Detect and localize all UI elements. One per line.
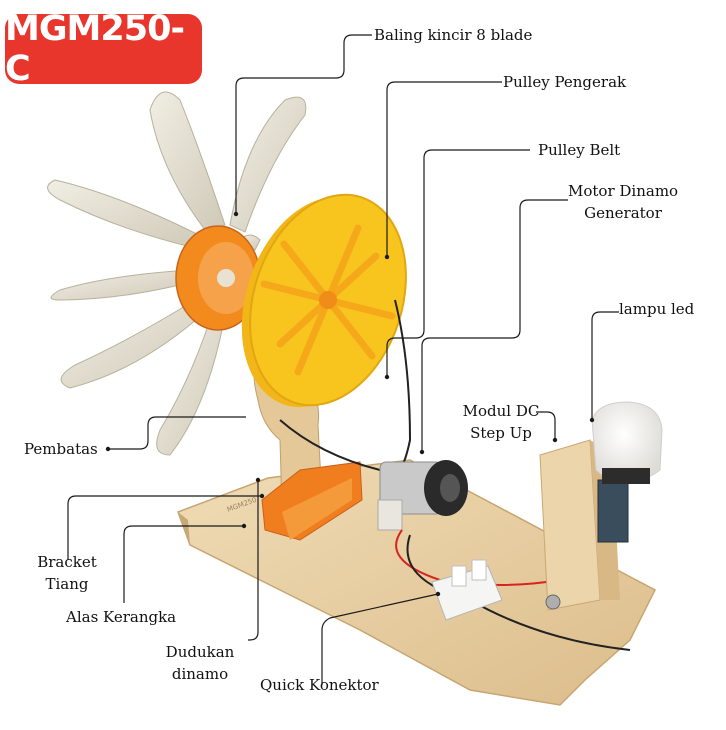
label-pembatas: Pembatas bbox=[24, 440, 98, 458]
callout-dots bbox=[105, 211, 595, 597]
label-bracket-tiang: Bracket Tiang bbox=[30, 551, 104, 595]
label-lampu-led: lampu led bbox=[619, 300, 695, 318]
quick-connector bbox=[431, 559, 503, 621]
label-baling-kincir: Baling kincir 8 blade bbox=[374, 26, 533, 44]
model-badge: MGM250-C bbox=[5, 9, 202, 89]
led-lamp bbox=[591, 401, 663, 484]
dynamo-motor bbox=[377, 460, 468, 531]
drive-pulley bbox=[241, 193, 407, 408]
fan-hub bbox=[175, 225, 261, 331]
label-dudukan-line1: Dudukan bbox=[165, 643, 235, 661]
label-motor-line2: Generator bbox=[584, 204, 662, 222]
label-pulley-pengerak: Pulley Pengerak bbox=[503, 73, 627, 91]
callout-lines bbox=[67, 34, 619, 685]
fan-blades bbox=[47, 91, 307, 456]
label-dudukan-dinamo: Dudukan dinamo bbox=[158, 641, 242, 685]
label-modul-dc: Modul DC Step Up bbox=[462, 400, 540, 444]
model-badge-text: MGM250-C bbox=[5, 9, 185, 89]
label-modul-line2: Step Up bbox=[470, 424, 532, 442]
label-bracket-line2: Tiang bbox=[45, 575, 89, 593]
label-motor-line1: Motor Dinamo bbox=[568, 182, 679, 200]
label-dudukan-line2: dinamo bbox=[171, 665, 229, 683]
label-alas-kerangka: Alas Kerangka bbox=[66, 608, 177, 626]
label-bracket-line1: Bracket bbox=[37, 553, 97, 571]
label-motor-dinamo: Motor Dinamo Generator bbox=[568, 180, 678, 224]
label-pulley-belt: Pulley Belt bbox=[538, 141, 621, 159]
label-modul-line1: Modul DC bbox=[462, 402, 540, 420]
label-quick-konektor: Quick Konektor bbox=[260, 676, 379, 694]
pulley-belt bbox=[279, 299, 412, 471]
